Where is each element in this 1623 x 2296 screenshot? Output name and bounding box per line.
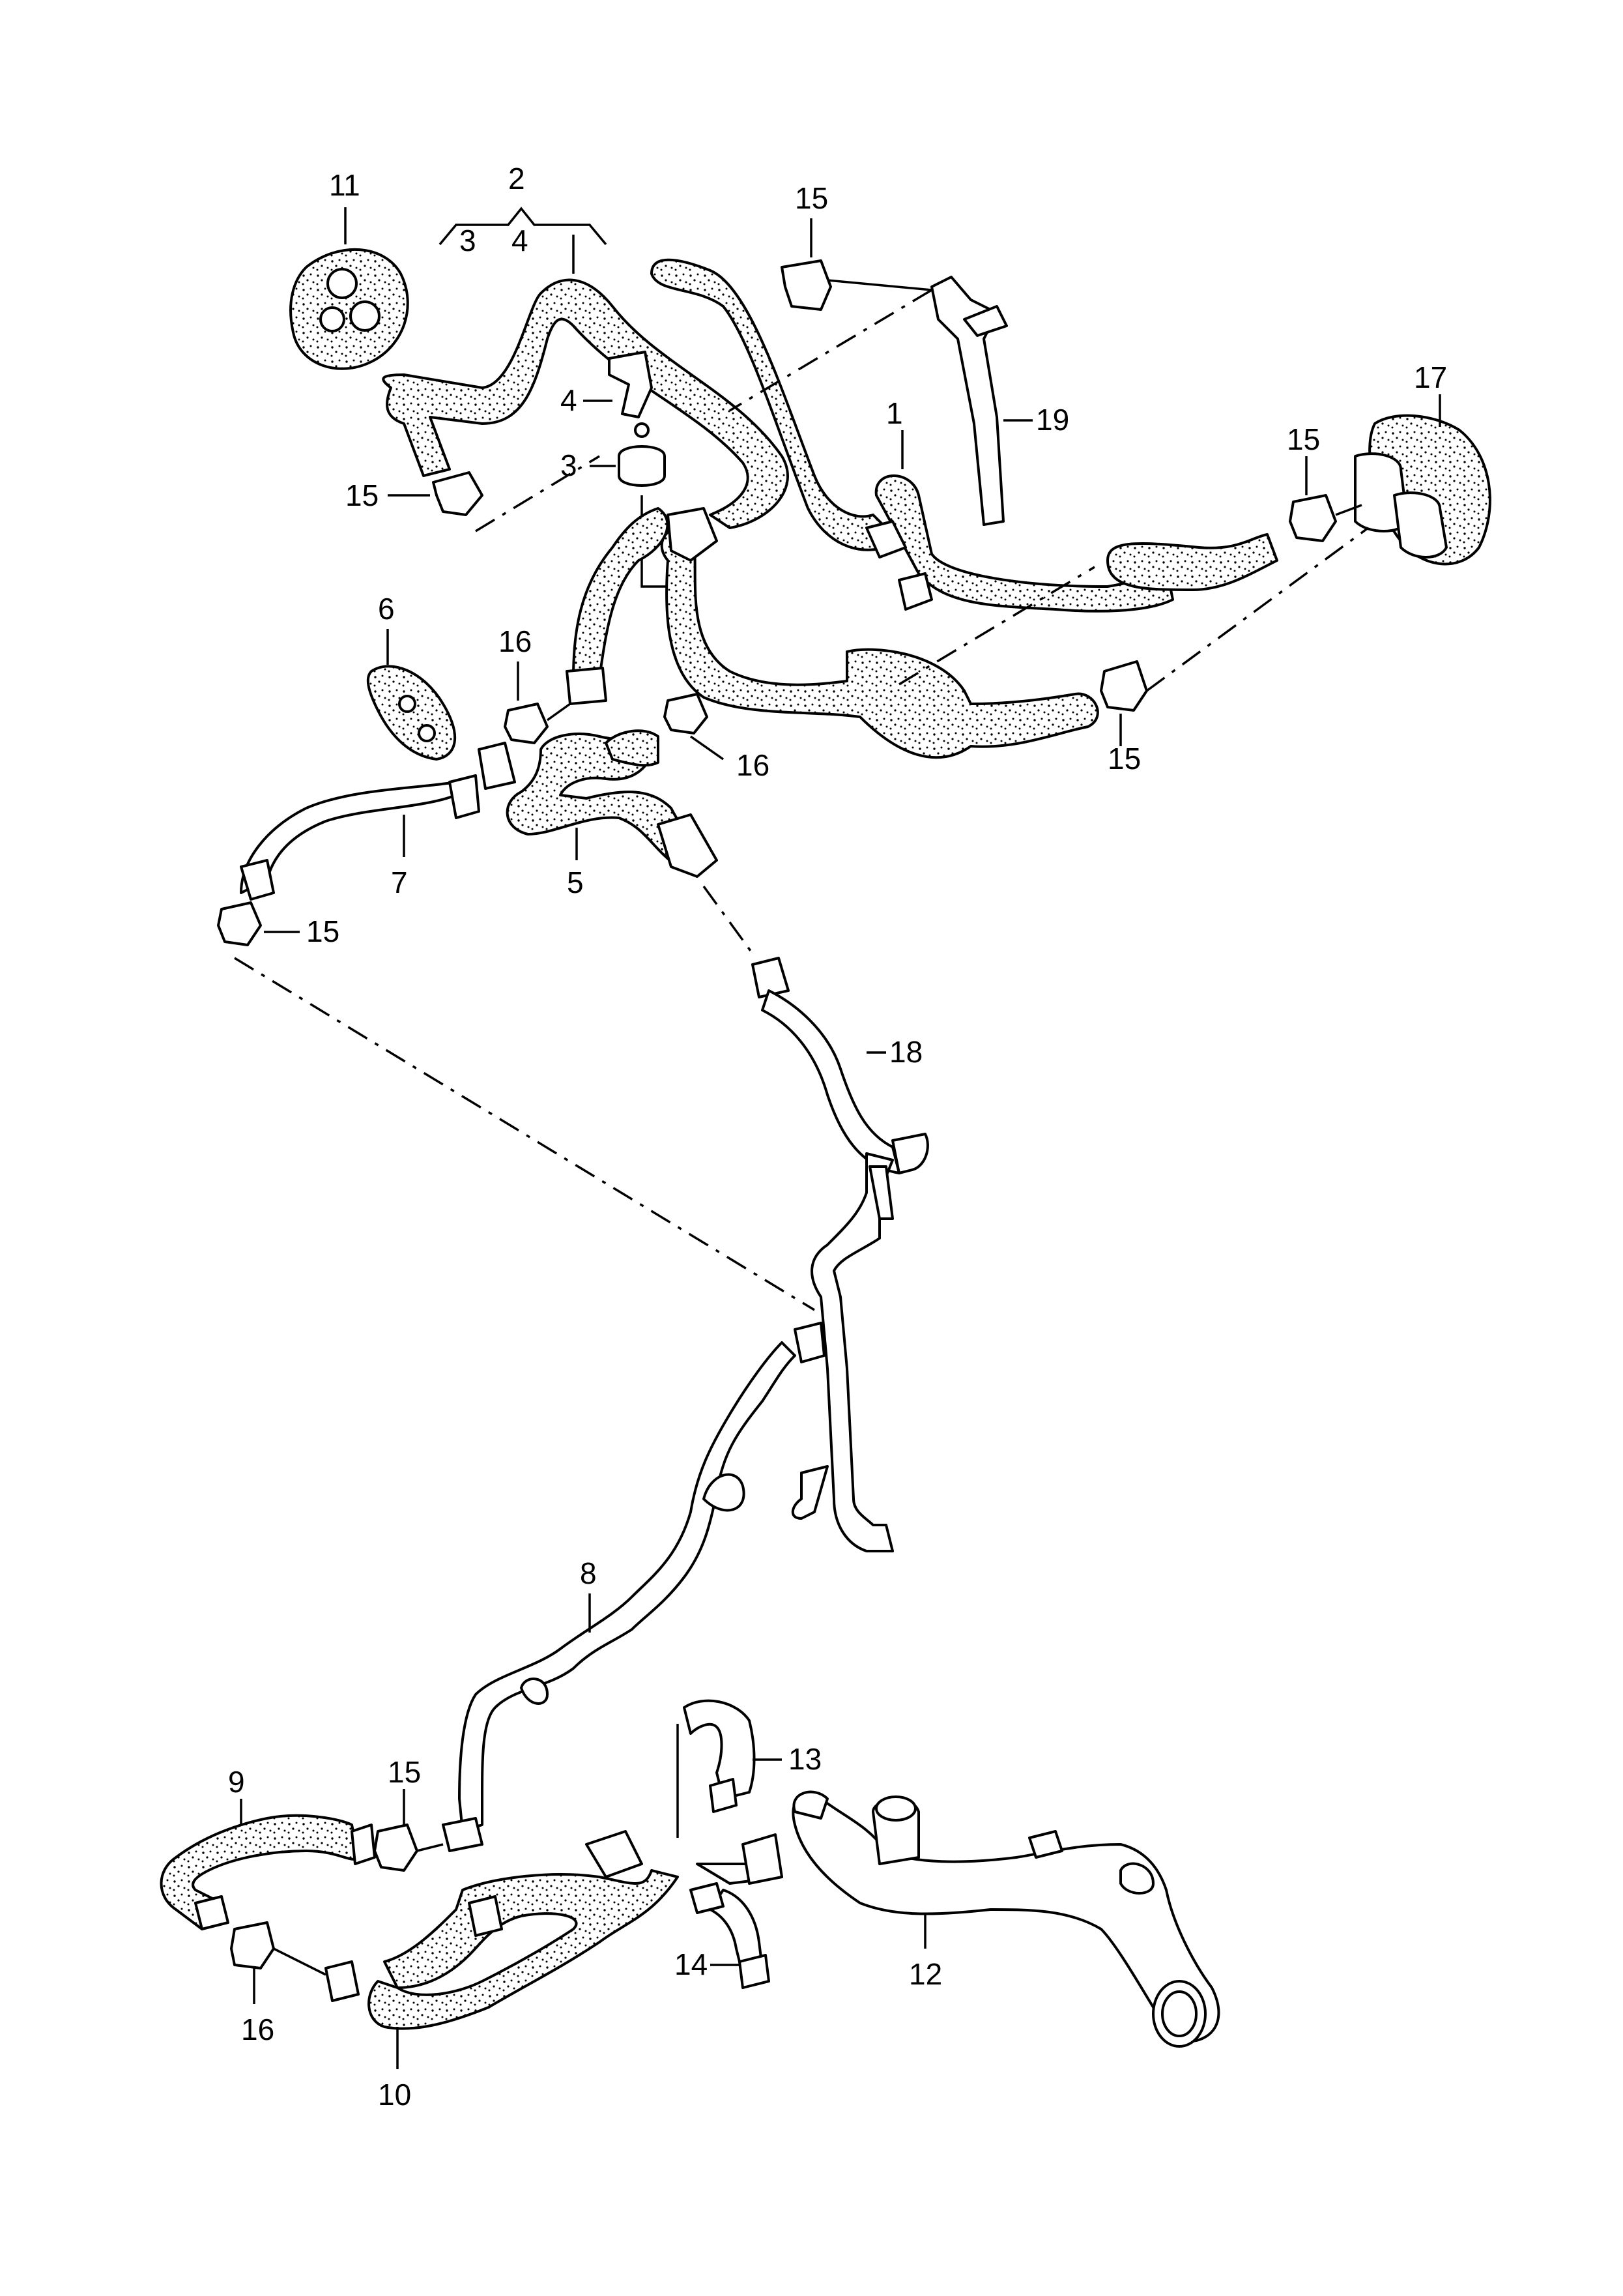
label-18: 18 [889,1035,923,1069]
label-13: 13 [788,1742,822,1776]
label-15-right-lower: 15 [1108,742,1141,776]
clamp-16-upper-left [504,703,549,744]
label-1: 1 [886,396,903,430]
label-15-bottom: 15 [388,1755,421,1789]
clamp-15-top [781,259,832,311]
label-6: 6 [378,592,395,626]
label-17: 17 [1414,360,1447,394]
label-2: 2 [508,162,525,196]
clamp-15-right-lower [1100,660,1148,712]
clip-part-4 [608,351,653,438]
label-15-top: 15 [795,181,828,215]
hose-part-10 [324,1830,679,2030]
grommet-part-11 [289,248,409,370]
label-16-upper-left: 16 [498,624,532,658]
elbow-part-14 [689,1882,770,1989]
label-19: 19 [1036,403,1069,437]
label-9: 9 [228,1765,245,1799]
label-15-upper-left: 15 [345,478,379,512]
label-15-right: 15 [1287,422,1320,456]
hose-part-2 [382,278,789,529]
label-10: 10 [378,2078,411,2112]
label-16-bottom: 16 [241,2013,274,2046]
group-bracket-2 [438,207,607,246]
pipe-part-19 [930,276,1008,526]
hose-middle-long [660,507,1099,759]
label-8: 8 [580,1556,597,1590]
grommet-part-17 [1354,414,1491,566]
label-11: 11 [329,168,360,202]
bracket-label-4: 4 [511,224,528,257]
cap-part-3 [618,445,666,487]
label-5: 5 [567,865,584,899]
label-12: 12 [909,1957,942,1991]
label-15-middle-left: 15 [306,914,339,948]
label-4: 4 [560,383,577,417]
clamp-16-middle [663,693,708,734]
hose-upper-right [650,258,1278,613]
pipe-part-8 [442,1322,826,1852]
hose-part-7 [240,742,516,901]
label-7: 7 [391,865,408,899]
label-16-middle: 16 [736,748,769,782]
hose-part-9 [160,1814,376,1930]
hose-part-5 [506,729,718,878]
label-3: 3 [560,448,577,482]
clamp-15-bottom [373,1824,418,1872]
hose-part-1-junction [865,520,933,611]
bracket-label-3: 3 [459,224,476,257]
pipe-part-12 [696,1790,1220,2048]
hose-left-middle [566,507,669,705]
gasket-part-6 [366,665,456,761]
clamp-15-middle-left [217,901,262,946]
clamp-15-right [1289,494,1337,542]
clamp-16-bottom [230,1921,275,1969]
clamp-15-upper-left [432,471,483,516]
pipe-part-13 [683,1699,756,1813]
pipe-part-18 [751,957,929,1552]
label-14: 14 [674,1947,708,1981]
